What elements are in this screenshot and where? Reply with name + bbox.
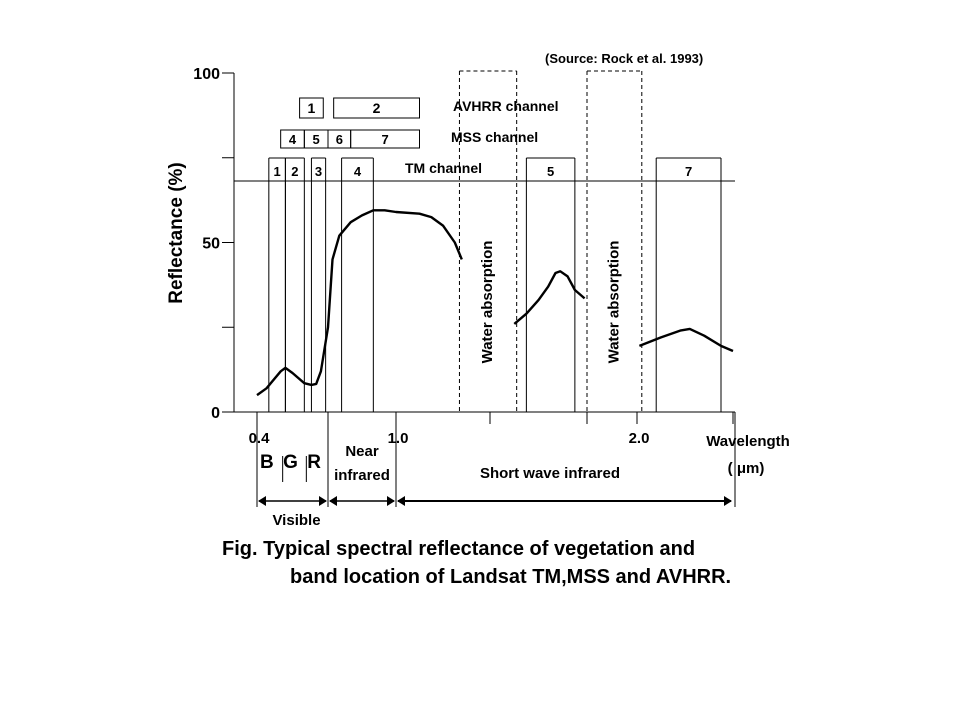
tm-band-label: 1 <box>273 164 280 179</box>
region-arrow-head <box>397 496 405 506</box>
mss-band-label: 4 <box>289 132 297 147</box>
mss-band-label: 7 <box>381 132 388 147</box>
mss-band-label: 5 <box>313 132 320 147</box>
caption-line-1: Fig. Typical spectral reflectance of veg… <box>222 538 696 560</box>
region-arrow-head <box>319 496 327 506</box>
source-note: (Source: Rock et al. 1993) <box>545 51 703 66</box>
reflectance-curve <box>638 327 734 353</box>
region-arrow-head <box>724 496 732 506</box>
region-label-near-infrared-2: infrared <box>334 467 390 484</box>
x-axis-label: Wavelength <box>706 433 790 450</box>
color-band-letter: R <box>307 452 321 473</box>
water-absorption-label: Water absorption <box>605 241 622 364</box>
tm-band-label: 3 <box>315 164 322 179</box>
mss-band-label: 6 <box>336 132 343 147</box>
x-axis-label-unit: ( μm) <box>728 460 765 477</box>
region-label-near-infrared: Near <box>345 443 379 460</box>
x-tick-label: 0.4 <box>249 430 271 447</box>
color-band-letter: B <box>260 452 274 473</box>
tm-band-label: 7 <box>685 164 692 179</box>
tm-channel-label: TM channel <box>405 160 482 176</box>
tm-band-label: 5 <box>547 164 554 179</box>
reflectance-curve <box>513 270 586 325</box>
x-tick-label: 1.0 <box>388 430 409 447</box>
region-arrow-head <box>329 496 337 506</box>
tm-band-label: 2 <box>291 164 298 179</box>
water-absorption-label: Water absorption <box>479 241 496 364</box>
mss-band-box <box>350 129 420 149</box>
mss-channel-label: MSS channel <box>451 129 538 145</box>
region-arrow-head <box>387 496 395 506</box>
avhrr-band-box <box>299 97 324 119</box>
region-label-visible: Visible <box>272 512 320 529</box>
avhrr-band-box <box>333 97 420 119</box>
avhrr-band-label: 2 <box>373 100 381 116</box>
y-tick-label: 50 <box>202 236 220 253</box>
y-tick-label: 0 <box>211 405 220 422</box>
reflectance-curve <box>256 209 463 397</box>
avhrr-channel-label: AVHRR channel <box>453 98 559 114</box>
color-band-letter: G <box>283 452 298 473</box>
y-tick-label: 100 <box>193 66 220 83</box>
y-axis-label: Reflectance (%) <box>166 162 187 304</box>
tm-band-label: 4 <box>354 164 362 179</box>
x-tick-label: 2.0 <box>629 430 650 447</box>
avhrr-band-label: 1 <box>308 100 316 116</box>
region-arrow-head <box>258 496 266 506</box>
caption-line-2: band location of Landsat TM,MSS and AVHR… <box>290 566 732 588</box>
region-label-short-wave-infrared: Short wave infrared <box>480 465 620 482</box>
